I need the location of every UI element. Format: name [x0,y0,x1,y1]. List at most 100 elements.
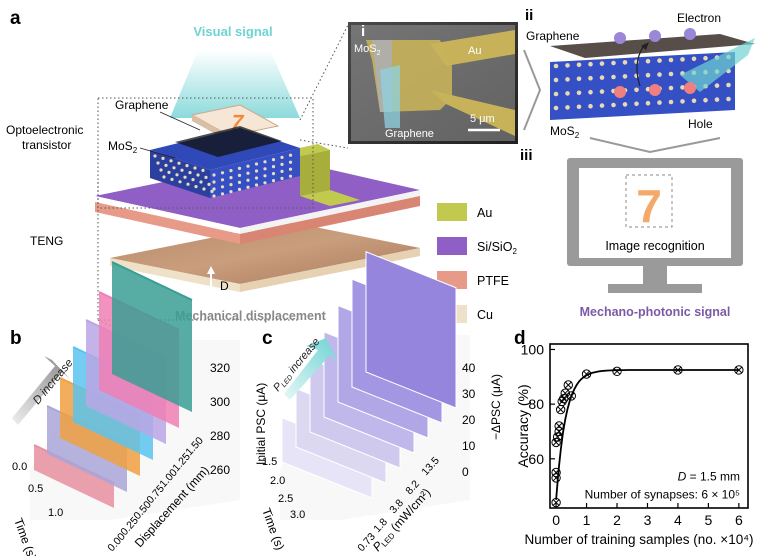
panel-label-d: d [514,328,526,349]
mos2-atom-32 [280,162,284,166]
d-xtick-6: 6 [735,512,743,528]
d-point-0 [551,497,561,508]
mos2-atom-13 [263,160,267,164]
arrow-ii-to-iii [589,137,721,154]
legend-label-0: Au [477,206,492,220]
b-xtick-1: 0.5 [28,483,43,495]
lattice-atom-18 [576,76,582,82]
visual-signal-label: Visual signal [193,24,272,39]
plot-b-planes [33,261,193,508]
d-arrow-down [207,300,215,308]
monitor-screen [579,168,731,258]
mos2-atom-36 [175,173,179,177]
d-xtick-5: 5 [705,512,713,528]
teng-label: TENG [30,234,63,248]
d-point-6 [554,421,564,431]
lattice-atom-25 [657,72,662,77]
mos2-atom-45 [246,178,250,182]
lattice-atom-54 [622,102,628,107]
hole-1 [614,86,626,98]
lattice-atom-11 [680,57,685,62]
lattice-atom-50 [576,104,582,110]
recognized-digit: 7 [636,180,662,232]
lattice-atom-13 [703,55,708,61]
transfer-arrowhead [641,42,649,50]
lattice-atom-43 [680,85,685,90]
d-xtick-3: 3 [644,512,652,528]
c-ytick-1: 30 [462,387,476,401]
au-electrode-right [300,150,330,196]
legend-label-2: PTFE [477,274,509,288]
sem-au-label: Au [468,45,481,57]
mos2-atom-4 [185,164,189,168]
c-xticks: 1.52.02.53.0 [262,456,305,521]
opto-label-1: Optoelectronic [6,123,83,137]
mos2-atom-58 [212,194,216,198]
d-annotation-1: D = 1.5 mm [678,470,740,484]
recognition-box [625,174,673,228]
lattice-atom-49 [565,105,570,110]
lattice-atom-19 [588,75,593,81]
sem-graphene [380,65,400,128]
lattice-atom-62 [714,97,720,102]
mos2-atom-63 [254,183,259,187]
zoom-line-2 [299,139,349,149]
lattice-atom-0 [553,63,559,69]
graphene-label: Graphene [115,98,169,112]
mos2-atom-55 [194,185,198,189]
mos2-atom-5 [193,166,197,170]
mos2-pointer [139,147,176,159]
lattice-atom-55 [634,101,639,107]
c-ytick-2: 20 [462,413,476,427]
lattice-atom-39 [634,87,639,93]
lattice-atom-26 [668,71,674,77]
mos2-atom-65 [271,179,276,183]
d-point-4 [552,432,563,442]
d-increase-arrow [12,356,70,425]
b-xtick-2: 1.0 [48,507,63,519]
mos2-atom-15 [280,155,284,159]
visual-signal-beam [170,50,300,118]
mos2-atom-33 [288,160,293,164]
legend-label-1: Si/SiO2 [477,240,517,256]
d-ytick-3: 100 [521,341,545,357]
legend-swatch-0 [437,203,467,221]
lattice-atom-33 [565,91,570,96]
mos2-atom-31 [271,165,276,169]
lattice-atom-10 [668,57,674,63]
mos2-side [210,148,300,198]
lattice-atom-59 [680,99,685,104]
c-xtick-1: 2.0 [270,475,285,487]
mos2-atom-8 [220,171,225,175]
panel-label-ii: ii [525,7,533,24]
ii-hole-label: Hole [688,117,713,131]
lattice-atom-5 [611,60,616,66]
d-annotation-2: Number of synapses: 6 × 10⁵ [585,487,740,501]
c-ytick-3: 10 [462,439,476,453]
lattice-atom-4 [599,61,605,66]
mos2-atom-6 [201,168,205,172]
mos2-atom-11 [246,164,250,168]
electron-1 [614,32,626,44]
light-arrow-ii [680,38,755,92]
mos2-atom-41 [212,187,216,191]
mos2-atom-39 [199,180,203,184]
d-plot-frame [549,343,749,509]
lattice-atom-57 [657,100,662,105]
d-point-2 [551,467,561,478]
au-electrode-pad [300,190,360,206]
mos2-atom-50 [288,167,293,171]
lattice-atom-16 [553,77,559,83]
opto-frame [97,97,314,209]
mos2-atom-49 [280,169,284,173]
lattice-atom-17 [565,77,570,82]
d-point-15 [673,365,683,375]
mos2-atom-3 [177,161,181,165]
psc-trace-6 [111,261,193,301]
lattice-atom-6 [622,60,628,65]
